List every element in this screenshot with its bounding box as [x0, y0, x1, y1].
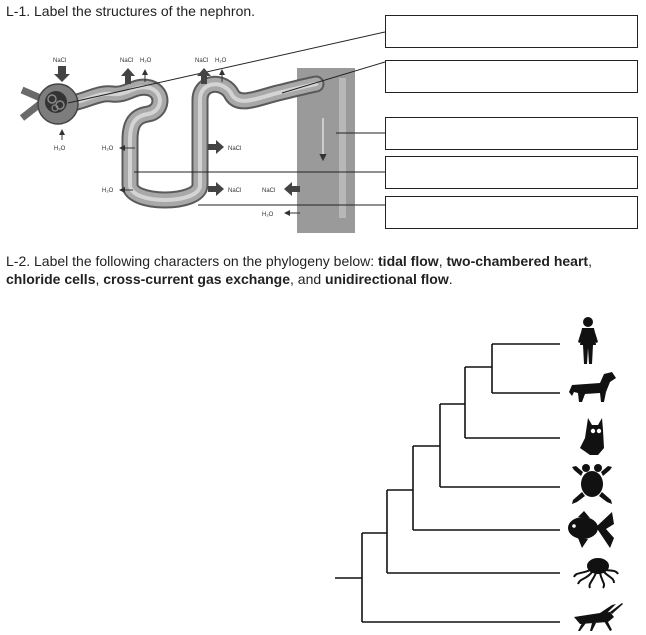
- human-icon: [578, 317, 598, 364]
- goldfish-icon: [568, 511, 614, 548]
- nacl-label-5: NaCl: [228, 188, 241, 194]
- h2o-label-3: H₂O: [215, 58, 227, 64]
- grasshopper-icon: [574, 603, 623, 631]
- nacl-label-2: NaCl: [120, 58, 133, 64]
- term-two-chambered-heart: two-chambered heart: [446, 253, 589, 269]
- nacl-label-4: NaCl: [228, 146, 241, 152]
- label-box-1[interactable]: [385, 15, 638, 48]
- h2o-label-4: H₂O: [102, 146, 114, 152]
- question-l1: L-1. Label the structures of the nephron…: [6, 3, 256, 19]
- label-box-2[interactable]: [385, 60, 638, 93]
- h2o-label-1: H₂O: [54, 146, 66, 152]
- nacl-label-6: NaCl: [262, 188, 275, 194]
- h2o-label-5: H₂O: [102, 188, 114, 194]
- q2-sep: ,: [588, 253, 592, 269]
- q2-sep: ,: [95, 271, 104, 287]
- glomerulus: [45, 91, 67, 113]
- nacl-label-1: NaCl: [53, 58, 66, 64]
- frog-icon: [572, 464, 612, 504]
- term-chloride-cells: chloride cells: [6, 271, 96, 287]
- label-box-4[interactable]: [385, 156, 638, 189]
- q2-prefix: L-2. Label the following characters on t…: [6, 253, 379, 269]
- label-box-3[interactable]: [385, 117, 638, 150]
- h2o-label-6: H₂O: [262, 212, 274, 218]
- tree-branches: [335, 343, 560, 623]
- h2o-label-2: H₂O: [140, 58, 152, 64]
- q2-sep: , and: [290, 271, 326, 287]
- term-cross-current-gas-exchange: cross-current gas exchange: [103, 271, 291, 287]
- label-box-5[interactable]: [385, 196, 638, 229]
- nacl-label-3: NaCl: [195, 58, 208, 64]
- octopus-icon: [573, 558, 619, 589]
- term-tidal-flow: tidal flow: [378, 253, 439, 269]
- term-unidirectional-flow: unidirectional flow: [325, 271, 449, 287]
- owl-icon: [580, 418, 604, 455]
- nephron-diagram: NaCl H₂O NaCl H₂O NaCl H₂O H₂O NaCl H₂O …: [19, 31, 386, 233]
- dog-icon: [569, 372, 616, 402]
- q2-sep: ,: [438, 253, 447, 269]
- question-l2: L-2. Label the following characters on t…: [6, 252, 638, 288]
- q2-suffix: .: [448, 271, 453, 287]
